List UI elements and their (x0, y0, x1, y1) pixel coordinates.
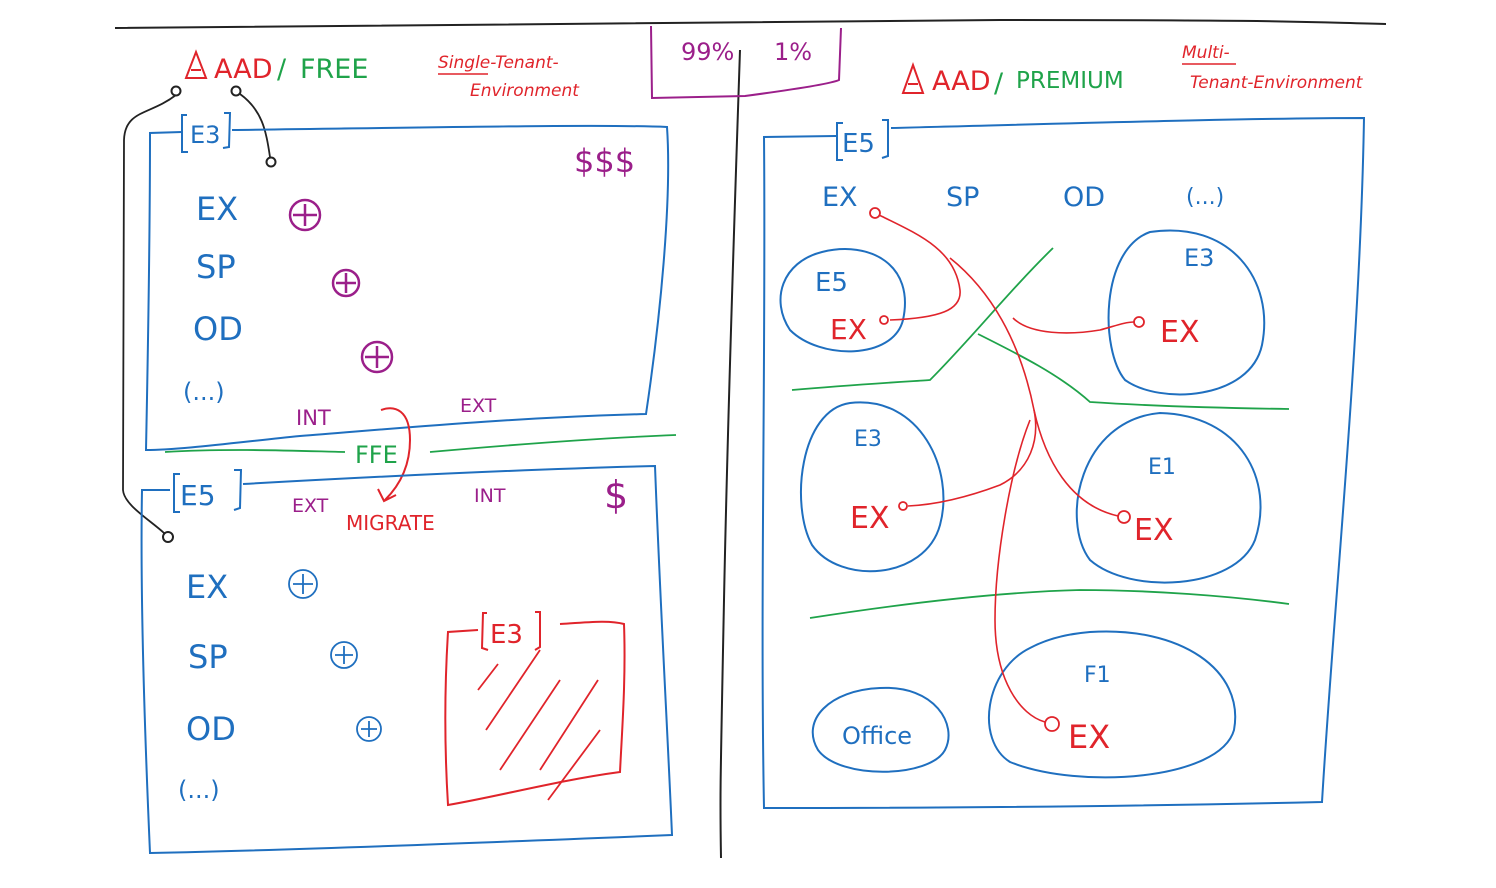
right-e5-service-more: (...) (1186, 185, 1224, 210)
right-slash: / (994, 68, 1004, 99)
tenant-tag: E5 (815, 268, 848, 298)
int-label-bottom: INT (474, 485, 506, 507)
ext-label-bottom: EXT (292, 495, 329, 517)
tenant-bubble (1107, 229, 1266, 396)
left-e5-tag: E5 (180, 479, 216, 512)
connector-node (230, 85, 242, 97)
plus-circle-icon (360, 340, 394, 374)
plus-circle-icon (330, 641, 358, 669)
tenant-tag: E3 (854, 427, 882, 452)
link-line (1033, 409, 1119, 517)
right-env-line1: Multi- (1182, 43, 1230, 63)
azure-logo-icon-left (184, 49, 208, 79)
left-e3-service-more: (...) (183, 378, 225, 406)
tenant-bubble (779, 248, 906, 353)
tenant-bubble (1075, 411, 1262, 584)
connector-line (239, 93, 271, 158)
left-e3-tag-box (181, 112, 232, 153)
left-inner-e3-tag: E3 (490, 620, 523, 650)
right-e5-tag-box (836, 119, 889, 161)
office-bubble (811, 686, 950, 773)
tenant-bubble (800, 401, 945, 573)
left-inner-e3-tag-box (480, 611, 541, 651)
tenant-service: EX (830, 313, 867, 346)
int-label-top: INT (296, 406, 331, 430)
left-e3-service-ex: EX (196, 190, 238, 228)
migrate-label: MIGRATE (346, 511, 435, 535)
tenant-service: EX (1160, 315, 1200, 350)
left-e3-box (144, 124, 670, 452)
left-e5-box (140, 464, 674, 855)
endpoint-node (1044, 716, 1060, 732)
left-e5-service-more: (...) (178, 776, 220, 804)
tenant-boundary-line (809, 589, 1290, 619)
ffe-label: FFE (355, 441, 398, 469)
ffe-line-left (164, 449, 346, 453)
tenant-boundary-line (791, 247, 1054, 391)
plus-circle-icon (331, 268, 361, 298)
tenant-boundary-line (977, 333, 1290, 410)
left-slash: / (277, 54, 287, 85)
endpoint-node (869, 207, 881, 219)
right-env-line2: Tenant-Environment (1190, 73, 1364, 93)
split-right-label: 1% (774, 38, 812, 66)
connector-line (122, 94, 177, 534)
link-line (907, 257, 1037, 507)
ffe-line-right (429, 434, 677, 453)
tenant-service: EX (1068, 718, 1110, 756)
link-line (878, 214, 961, 321)
connector-node (162, 531, 174, 543)
right-tier-label: PREMIUM (1016, 68, 1124, 94)
left-e3-price: $$$ (574, 142, 635, 180)
tenant-bubble (988, 630, 1237, 779)
endpoint-node (1133, 316, 1145, 328)
tenant-tag: E3 (1184, 244, 1214, 272)
left-e5-tag-box (173, 469, 243, 513)
right-e5-box (761, 116, 1366, 810)
left-env-line1: Single-Tenant- (438, 53, 559, 73)
endpoint-node (898, 501, 908, 511)
left-aad-label: AAD (214, 54, 272, 85)
tenant-service: EX (850, 501, 890, 536)
hatch-lines (477, 649, 601, 801)
tenant-service: EX (1134, 513, 1174, 548)
split-left-label: 99% (681, 38, 734, 66)
migrate-arrow (377, 407, 412, 503)
left-e3-service-od: OD (193, 310, 243, 348)
right-aad-label: AAD (932, 66, 990, 97)
left-e5-service-sp: SP (188, 638, 228, 676)
left-e5-service-od: OD (186, 710, 236, 748)
tenant-tag: F1 (1084, 663, 1111, 688)
right-e5-service-ex: EX (822, 182, 858, 213)
left-tier-label: FREE (300, 54, 368, 85)
left-e3-service-sp: SP (196, 248, 236, 286)
endpoint-node (1117, 510, 1131, 524)
connector-node (170, 85, 182, 97)
link-line (994, 419, 1046, 723)
office-label: Office (842, 722, 912, 750)
left-e5-price: $ (604, 473, 628, 517)
endpoint-node (879, 315, 889, 325)
right-e5-service-od: OD (1063, 182, 1105, 213)
right-e5-tag: E5 (842, 129, 875, 159)
right-e5-service-sp: SP (946, 182, 979, 213)
link-line (1012, 317, 1135, 334)
connector-node (265, 156, 277, 168)
center-divider (719, 49, 741, 859)
left-inner-e3-box (444, 620, 626, 807)
plus-circle-icon (288, 198, 322, 232)
azure-logo-icon-right (901, 62, 925, 94)
plus-circle-icon (288, 569, 318, 599)
ext-label-top: EXT (460, 395, 497, 417)
plus-circle-icon (356, 716, 382, 742)
left-e3-tag: E3 (190, 121, 220, 149)
split-box (650, 25, 842, 100)
left-env-line2: Environment (470, 81, 580, 101)
left-e5-service-ex: EX (186, 568, 228, 606)
top-border-line (114, 18, 1387, 29)
tenant-tag: E1 (1148, 455, 1176, 480)
